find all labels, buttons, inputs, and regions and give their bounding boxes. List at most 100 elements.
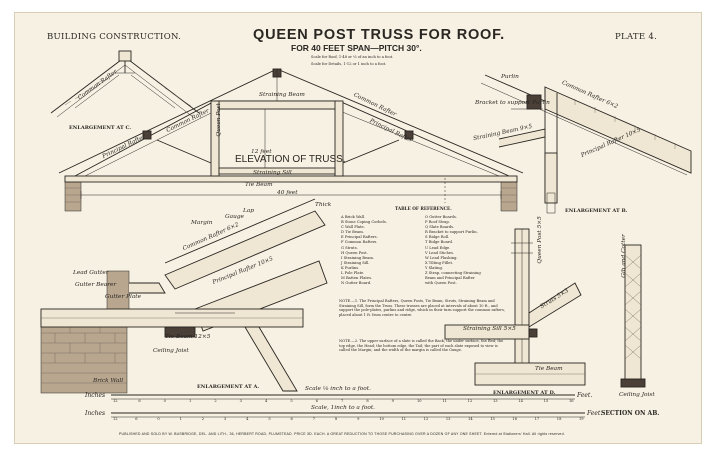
enlargement-a-drawing [40,198,328,394]
reference-item-col1-9: J Straining Sill. [341,260,370,265]
scale1-end: Feet. [577,392,593,399]
label-enlargement-d: ENLARGEMENT AT D. [493,390,556,396]
note-2: NOTE.—2. The upper surface of a slate is… [339,339,504,353]
series-title: BUILDING CONSTRUCTION. [47,32,182,42]
scale2-tick-17: 15 [490,417,495,421]
enlargement-d-drawing [444,228,586,386]
reference-item-col2-12: Beam and Principal Rafter [425,276,475,281]
scale1-tick-11: 9 [391,399,394,403]
scale1-tick-8: 6 [315,399,318,403]
label-queen-post-d: Queen Post 5×5 [536,216,543,264]
label-purlin: Purlin [501,74,519,80]
label-bracket: Bracket to support Purlin [475,100,550,106]
reference-item-col2-10: Y Slating. [425,265,444,270]
scale2-tick-0: 12 [113,417,118,421]
label-gauge: Gauge [225,214,244,220]
label-lead-gutter: Lead Gutter [73,270,109,276]
label-height: 12 feet [251,149,272,155]
scale1-tick-1: 6 [138,399,141,403]
scale2-tick-7: 5 [268,417,271,421]
reference-item-col2-5: T Ridge Board. [425,240,454,245]
reference-item-col2-9: X Tilting Fillet. [425,260,454,265]
reference-column-2: O Gutter Boards.P Roof Strap.Q Slate Boa… [425,215,515,286]
reference-item-col2-3: R Bracket to support Purlin. [425,230,478,235]
reference-item-col1-2: C Wall Plate. [341,225,365,230]
label-straining-sill: Straining Sill [253,170,292,176]
reference-item-col2-6: U Lead Edge. [425,245,451,250]
label-straining-sill-d: Straining Sill 5×5 [463,326,516,332]
plate-number: PLATE 4. [615,32,658,42]
scale2-tick-3: 1 [179,417,182,421]
enlargement-b-drawing [480,74,692,214]
reference-item-col1-5: F Common Rafters. [341,240,378,245]
reference-column-1: A Brick Wall.B Stone Coping Corbels.C Wa… [341,215,421,286]
reference-item-col1-4: E Principal Rafters. [341,235,378,240]
label-straining-beam: Straining Beam [259,92,305,98]
scale1-tick-4: 2 [214,399,217,403]
label-tie-beam-d: Tie Beam [535,366,563,372]
label-enlargement-b: ENLARGEMENT AT B. [565,208,628,214]
scale1-tick-18: 16 [569,399,574,403]
scale2-tick-20: 18 [556,417,562,421]
scale2-tick-10: 8 [334,417,338,421]
reference-item-col1-7: H Queen Post. [341,250,368,255]
label-tie-beam: Tie Beam [245,182,273,188]
label-lap: Lap [243,208,255,214]
label-tie-beam-a: Tie Beam 12×5 [165,334,211,340]
scale1-tick-0: 12 [113,399,118,403]
drawing-plate: BUILDING CONSTRUCTION. QUEEN POST TRUSS … [14,12,702,444]
label-enlargement-c: ENLARGEMENT AT C. [69,125,132,131]
scale2-tick-1: 6 [135,417,138,421]
label-section-ab: SECTION ON AB. [601,410,660,417]
label-gutter-bearer: Gutter Bearer [75,282,117,288]
label-gutter-plate: Gutter Plate [105,294,142,300]
label-queen-post: Queen Post [215,103,222,137]
reference-item-col2-11: Z Strap, connecting Straining [425,271,481,276]
scale1-tick-12: 10 [417,399,422,403]
note-1: NOTE.—1. The Principal Rafters, Queen Po… [339,299,505,317]
reference-item-col2-0: O Gutter Boards. [425,215,457,219]
label-gib-cotter: Gib and Cotter [620,234,627,278]
reference-item-col1-0: A Brick Wall. [341,215,366,219]
scale-note-details: Scale for Details, 1-12 or 1 inch to a f… [311,62,387,66]
reference-item-col2-13: with Queen Post. [425,281,457,286]
scale2-tick-12: 10 [379,417,384,421]
scale2-tick-13: 11 [401,417,407,421]
scale2-end: Feet. [587,410,603,417]
scale2-label: Scale, 1inch to a foot. [311,405,376,411]
scale2-tick-11: 9 [357,417,360,421]
scale1-unit: Inches [85,392,106,399]
scale-note-roof: Scale for Roof, 1-48 or ⅛ of an inch to … [311,55,394,59]
plate-subtitle: FOR 40 FEET SPAN—PITCH 30°. [291,43,422,53]
label-elevation: ELEVATION OF TRUSS. [235,154,346,165]
truss-drawing [40,50,692,418]
enlargement-c-drawing [50,50,200,118]
reference-item-col1-12: M Batten Plates. [341,276,373,281]
scale1-tick-2: 0 [163,399,166,403]
label-thick: Thick [315,202,332,208]
scale1-tick-6: 4 [265,399,268,403]
scale1-tick-14: 12 [467,399,473,403]
reference-item-col1-8: I Straining Beam. [341,255,374,260]
scale1-tick-3: 1 [189,399,192,403]
scale2-tick-2: 0 [157,417,160,421]
scale1-label: Scale ⅛ inch to a foot. [305,386,371,392]
reference-item-col1-3: D Tie Beam. [341,230,364,235]
scale2-tick-9: 7 [312,417,315,421]
label-ceiling-joist-a: Ceiling Joist [153,348,189,354]
truss-elevation-drawing [58,68,524,212]
reference-item-col2-8: W Lead Flashing. [425,255,458,260]
label-brick-wall: Brick Wall [93,378,124,384]
reference-item-col2-1: P Roof Strap. [425,220,450,225]
reference-item-col1-1: B Stone Coping Corbels. [341,220,387,225]
label-margin: Margin [191,220,213,226]
scale-bars [111,394,585,418]
publisher-footer: PUBLISHED AND SOLD BY W. BUSBRIDGE, DEL.… [119,432,565,436]
scale2-tick-16: 14 [468,417,473,421]
scale2-unit: Inches [85,410,106,417]
scale2-tick-18: 16 [512,417,517,421]
scale1-tick-17: 15 [543,399,549,403]
scale2-tick-19: 17 [534,417,540,421]
reference-item-col1-6: G Struts. [341,245,358,250]
